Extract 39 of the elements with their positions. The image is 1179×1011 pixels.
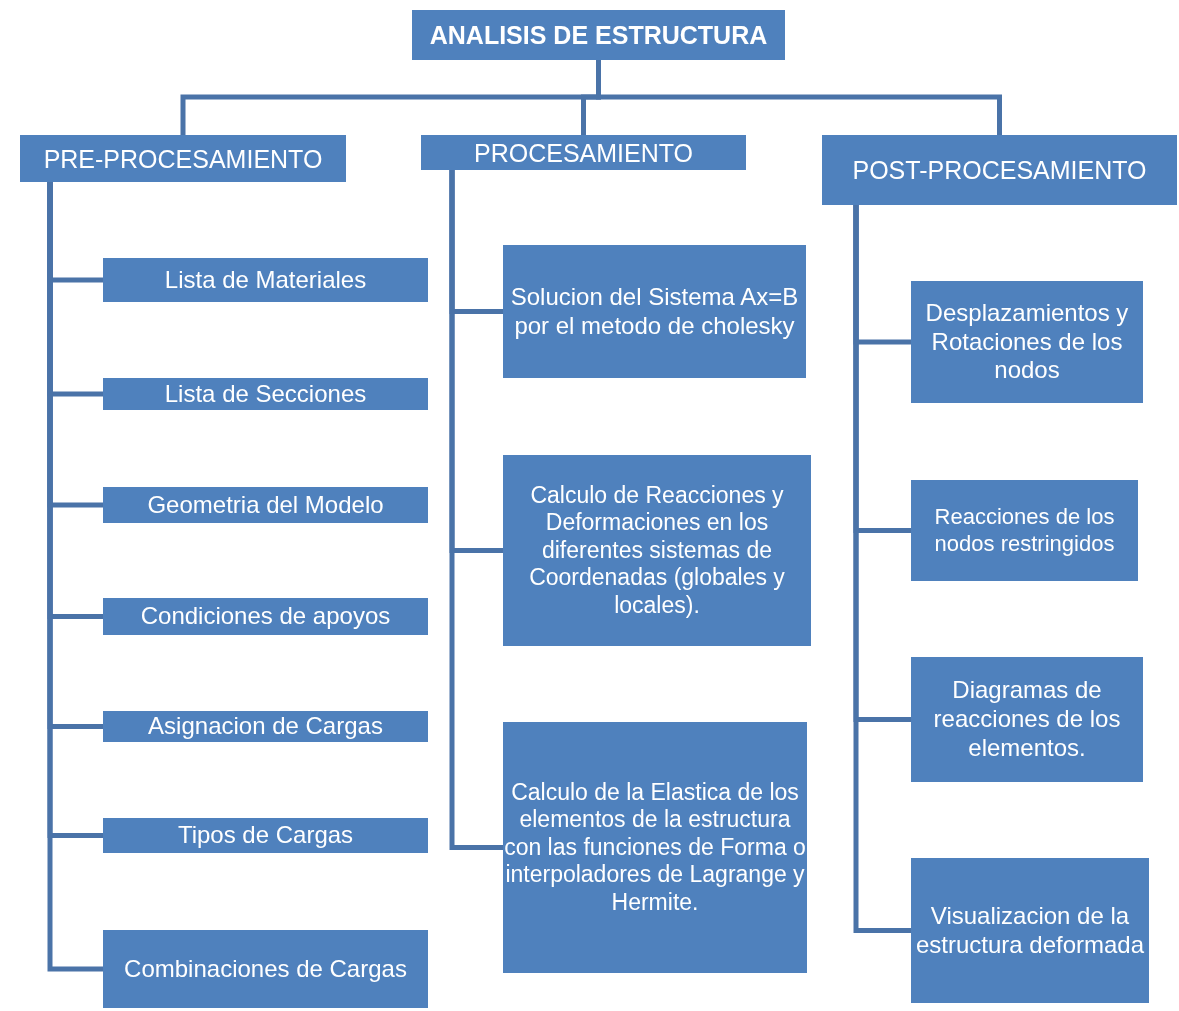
box-label: Calculo de la Elastica de los elementos de la estructura con las funciones de Forma o interpoladores de Lagrange y Hermite. (503, 778, 807, 917)
box-label: Solucion del Sistema Ax=B por el metodo de cholesky (509, 282, 800, 341)
box-label: POST-PROCESAMIENTO (852, 155, 1147, 185)
box-label: Geometria del Modelo (147, 490, 384, 520)
box-label: Reacciones de los nodos restringidos (933, 504, 1116, 557)
box-label: Lista de Materiales (164, 265, 367, 295)
box-label: PRE-PROCESAMIENTO (43, 143, 323, 174)
box-label: ANALISIS DE ESTRUCTURA (429, 20, 768, 50)
category-box (421, 135, 746, 170)
category-box (20, 135, 346, 182)
box-label: Lista de Secciones (164, 379, 367, 409)
box-label: Desplazamientos y Rotaciones de los nodos (924, 298, 1130, 386)
process-box (503, 245, 806, 378)
connector-line (853, 205, 911, 933)
process-box (911, 858, 1149, 1003)
box-label: Calculo de Reacciones y Deformaciones en los diferentes sistemas de Coordenadas (globales y locales). (528, 481, 786, 620)
process-box (103, 598, 428, 635)
process-box (911, 281, 1143, 403)
connector-line (596, 60, 1002, 135)
process-box (911, 657, 1143, 782)
box-label: Visualizacion de la estructura deformada (914, 901, 1146, 960)
box-label: PROCESAMIENTO (474, 137, 693, 168)
process-box (103, 930, 428, 1008)
box-label: Condiciones de apoyos (140, 602, 391, 631)
category-box (822, 135, 1177, 205)
process-box (103, 258, 428, 302)
process-box (503, 722, 807, 973)
process-box (103, 711, 428, 742)
process-box (503, 455, 811, 646)
process-box (103, 378, 428, 410)
process-box (911, 480, 1138, 581)
box-label: Asignacion de Cargas (148, 712, 383, 741)
box-label: Combinaciones de Cargas (124, 954, 407, 984)
connector-line (449, 170, 503, 850)
box-label: Diagramas de reacciones de los elementos. (932, 676, 1122, 763)
process-box (103, 818, 428, 853)
title-box (412, 10, 785, 60)
process-box (103, 487, 428, 523)
box-label: Tipos de Cargas (177, 821, 354, 850)
